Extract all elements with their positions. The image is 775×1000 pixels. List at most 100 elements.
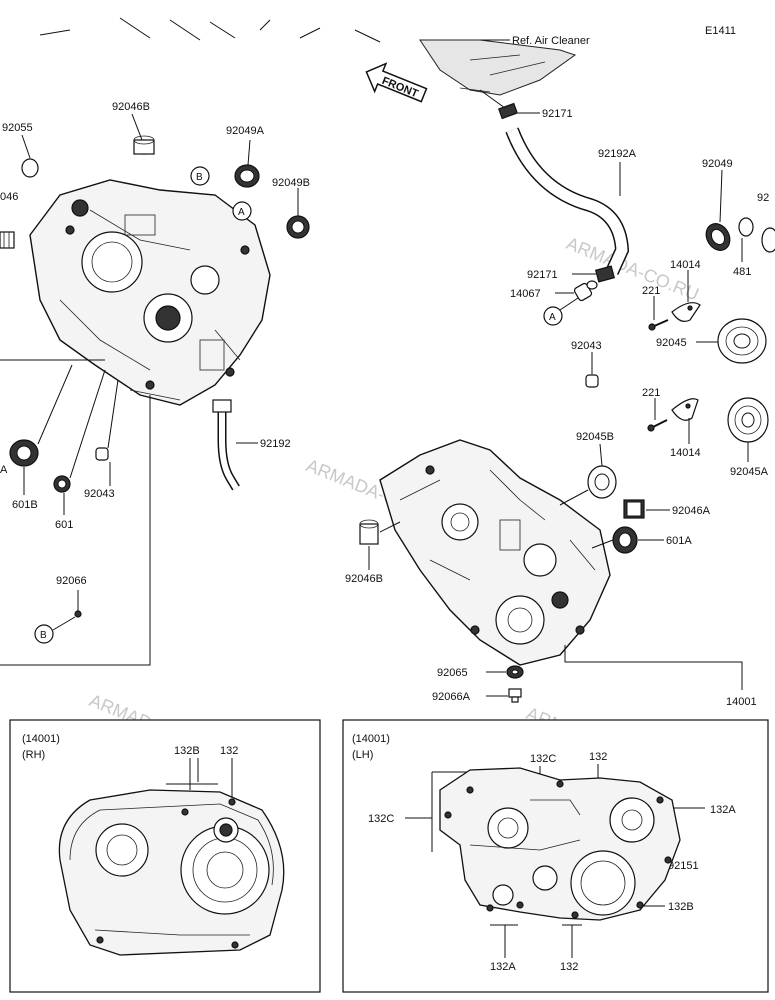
inset-rh-132[interactable]: 132 [220, 745, 238, 757]
bracket-14014-top [671, 302, 701, 322]
inset-lh-132C-left[interactable]: 132C [368, 813, 394, 825]
inset-rh-132B[interactable]: 132B [174, 745, 200, 757]
label-601[interactable]: 601 [55, 519, 73, 531]
leader-line [559, 297, 579, 311]
air-cleaner-partial [419, 39, 577, 96]
seal-92049-right [705, 223, 731, 251]
ref-air-cleaner[interactable]: Ref. Air Cleaner [512, 35, 590, 47]
inset-lh-132-bottom[interactable]: 132 [560, 961, 578, 973]
leader-line [247, 139, 251, 166]
inset-rh-side: (RH) [22, 749, 45, 761]
bearing-601B [9, 439, 39, 467]
label-14014-bottom[interactable]: 14014 [670, 447, 701, 459]
leader-line [131, 113, 143, 141]
callout-A-mid[interactable]: A [549, 312, 556, 323]
label-92-right[interactable]: 92 [757, 192, 769, 204]
callout-A[interactable]: A [238, 207, 245, 218]
bearing-92046B-mid [359, 519, 379, 545]
inset-lh-132B[interactable]: 132B [668, 901, 694, 913]
label-92045[interactable]: 92045 [656, 337, 687, 349]
label-221-top[interactable]: 221 [642, 285, 660, 297]
label-601B[interactable]: 601B [12, 499, 38, 511]
group-bracket [0, 359, 151, 666]
label-601A[interactable]: 601A [666, 535, 692, 547]
bolt-221-top [648, 319, 669, 331]
label-92055[interactable]: 92055 [2, 122, 33, 134]
inset-lh-132A-bottom[interactable]: 132A [490, 961, 516, 973]
label-14014-top[interactable]: 14014 [670, 259, 701, 271]
leader-line [479, 89, 506, 109]
callout-circle-B [34, 624, 54, 644]
hose-92192A [505, 127, 630, 275]
leader-line [52, 616, 76, 631]
bearing-92046A [623, 499, 645, 519]
seal-92049B [286, 215, 310, 239]
label-92043-right[interactable]: 92043 [571, 340, 602, 352]
leader-line [379, 521, 401, 533]
bearing-92046B-top [133, 135, 155, 155]
label-92043-left[interactable]: 92043 [84, 488, 115, 500]
leader-line [559, 489, 589, 506]
label-92046B-mid[interactable]: 92046B [345, 573, 383, 585]
crankcase-rh [29, 179, 271, 406]
plug-92066A [508, 688, 522, 703]
inset-lh-132C-top[interactable]: 132C [530, 753, 556, 765]
label-92045A[interactable]: 92045A [730, 466, 769, 478]
bearing-92045 [717, 318, 767, 364]
label-92192[interactable]: 92192 [260, 438, 291, 450]
bearing-601 [53, 475, 71, 493]
diagram-code: E1411 [705, 25, 736, 37]
oring-481 [738, 217, 754, 237]
callout-circle-B [190, 166, 210, 186]
label-14067[interactable]: 14067 [510, 288, 541, 300]
label-92049B[interactable]: 92049B [272, 177, 310, 189]
leader-lines [189, 758, 233, 800]
inset-lh-side: (LH) [352, 749, 373, 761]
label-92046B[interactable]: 92046B [112, 101, 150, 113]
bearing-601A [612, 526, 638, 554]
crankcase-rh-inset [58, 789, 285, 956]
fitting-14067 [573, 280, 598, 302]
label-92045B[interactable]: 92045B [576, 431, 614, 443]
inset-lh-132-top[interactable]: 132 [589, 751, 607, 763]
plug-92066 [74, 610, 82, 618]
label-92066A[interactable]: 92066A [432, 691, 471, 703]
label-92171-top[interactable]: 92171 [542, 108, 573, 120]
crankcase-lh [379, 439, 611, 666]
label-92192A[interactable]: 92192A [598, 148, 637, 160]
leader-line [591, 539, 614, 549]
group-bracket-14001 [564, 645, 743, 690]
oring-92055 [21, 158, 39, 178]
dowel-92043-right [585, 374, 599, 388]
label-92049A[interactable]: 92049A [226, 125, 265, 137]
clamp-92171-top [498, 102, 518, 120]
label-14001[interactable]: 14001 [726, 696, 757, 708]
inset-lh-92151[interactable]: 92151 [668, 860, 699, 872]
label-92066[interactable]: 92066 [56, 575, 87, 587]
callout-B[interactable]: B [196, 172, 203, 183]
label-481[interactable]: 481 [733, 266, 751, 278]
seal-92049A [234, 164, 260, 188]
callout-circle-A [232, 201, 252, 221]
hose-92192 [212, 399, 240, 491]
label-92049-right[interactable]: 92049 [702, 158, 733, 170]
inset-lh-ref: (14001) [352, 733, 390, 745]
bolt-221-bottom [647, 419, 668, 432]
crankcase-lh-inset [439, 767, 681, 921]
inset-rh-ref: (14001) [22, 733, 60, 745]
inset-lh-132A-right[interactable]: 132A [710, 804, 736, 816]
leader-line [719, 169, 723, 223]
dowel-92043 [95, 447, 109, 461]
label-92065[interactable]: 92065 [437, 667, 468, 679]
label-92046A[interactable]: 92046A [672, 505, 711, 517]
bracket-14014-bottom [671, 398, 699, 421]
callout-B-left[interactable]: B [40, 630, 47, 641]
top-band-art [39, 17, 381, 43]
label-221-bottom[interactable]: 221 [642, 387, 660, 399]
label-92171-mid[interactable]: 92171 [527, 269, 558, 281]
label-046[interactable]: 046 [0, 191, 18, 203]
callout-circle-A [543, 306, 563, 326]
label-A-left[interactable]: A [0, 464, 8, 476]
leader-lines [37, 364, 119, 479]
